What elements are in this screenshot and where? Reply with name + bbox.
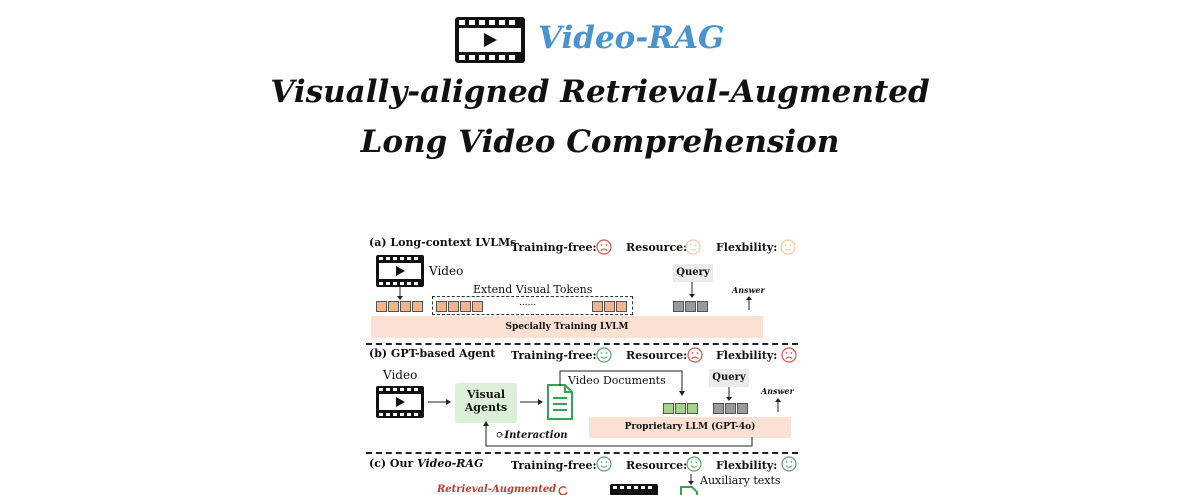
panel-b-flexibility-label: Flexbility: xyxy=(716,349,778,362)
happy-face-icon xyxy=(596,456,612,472)
panel-separator xyxy=(366,452,798,454)
film-video-icon xyxy=(455,17,525,63)
interaction-label: ⟳Interaction xyxy=(496,430,568,441)
neutral-face-icon xyxy=(685,239,701,255)
refresh-icon xyxy=(558,486,568,495)
video-documents-label: Video Documents xyxy=(568,374,666,387)
panel-a-title: (a) Long-context LVLMs xyxy=(369,236,517,249)
panel-separator xyxy=(366,343,798,345)
panel-b-resource-label: Resource: xyxy=(626,349,688,362)
document-icon xyxy=(680,486,698,495)
panel-c-training-free-label: Training-free: xyxy=(511,459,597,472)
happy-face-icon xyxy=(781,456,797,472)
specially-training-lvlm-band: Specially Training LVLM xyxy=(371,316,763,338)
visual-agents-box: Visual Agents xyxy=(455,383,517,423)
down-arrow-icon xyxy=(689,282,695,298)
happy-face-icon xyxy=(596,347,612,363)
panel-b-video-label: Video xyxy=(383,368,418,382)
video-icon xyxy=(376,255,424,287)
down-arrow-icon xyxy=(397,287,403,300)
panel-a-answer-label: Answer xyxy=(732,285,765,295)
sad-face-icon xyxy=(596,239,612,255)
panel-b-answer-label: Answer xyxy=(761,386,794,396)
documents-flow-arrow xyxy=(559,370,685,396)
up-arrow-icon xyxy=(775,398,781,412)
visual-agents-line-2: Agents xyxy=(464,401,508,414)
panel-a-training-free-label: Training-free: xyxy=(511,241,597,254)
panel-a-resource-label: Resource: xyxy=(626,241,688,254)
video-icon xyxy=(610,484,658,495)
sad-face-icon xyxy=(781,347,797,363)
right-arrow-icon xyxy=(520,399,543,405)
up-arrow-icon xyxy=(746,296,752,310)
extend-visual-tokens-label: Extend Visual Tokens xyxy=(473,283,593,296)
panel-c-flexibility-label: Flexbility: xyxy=(716,459,778,472)
visual-agents-line-1: Visual xyxy=(466,388,506,401)
panel-a-video-label: Video xyxy=(429,264,464,278)
page-title-line-1: Visually-aligned Retrieval-Augmented xyxy=(270,74,930,110)
extended-tokens-box xyxy=(432,296,633,315)
neutral-face-icon xyxy=(780,239,796,255)
refresh-icon: ⟳ xyxy=(496,430,505,441)
header: Video-RAG xyxy=(0,14,1200,66)
video-icon xyxy=(376,386,424,418)
interaction-loop-arrow xyxy=(483,421,753,447)
down-arrow-icon xyxy=(726,387,732,401)
ellipsis: ...... xyxy=(519,298,537,308)
panel-a-query-label: Query xyxy=(673,264,713,282)
down-arrow-icon xyxy=(688,474,694,485)
panel-c-title: (c) Our Video-RAG xyxy=(369,457,484,470)
proprietary-llm-band: Proprietary LLM (GPT-4o) xyxy=(589,417,791,438)
panel-b-training-free-label: Training-free: xyxy=(511,349,597,362)
right-arrow-icon xyxy=(428,399,451,405)
panel-b-title: (b) GPT-based Agent xyxy=(369,347,496,360)
happy-face-icon xyxy=(686,456,702,472)
panel-b-query-label: Query xyxy=(709,369,749,387)
sad-face-icon xyxy=(687,347,703,363)
document-icon xyxy=(547,384,573,420)
panel-c-resource-label: Resource: xyxy=(626,459,688,472)
panel-a-flexibility-label: Flexbility: xyxy=(716,241,778,254)
brand-name: Video-RAG xyxy=(538,20,725,56)
page-title-line-2: Long Video Comprehension xyxy=(360,124,840,160)
auxiliary-texts-label: Auxiliary texts xyxy=(700,474,781,487)
retrieval-augmented-label: Retrieval-Augmented xyxy=(437,484,557,495)
